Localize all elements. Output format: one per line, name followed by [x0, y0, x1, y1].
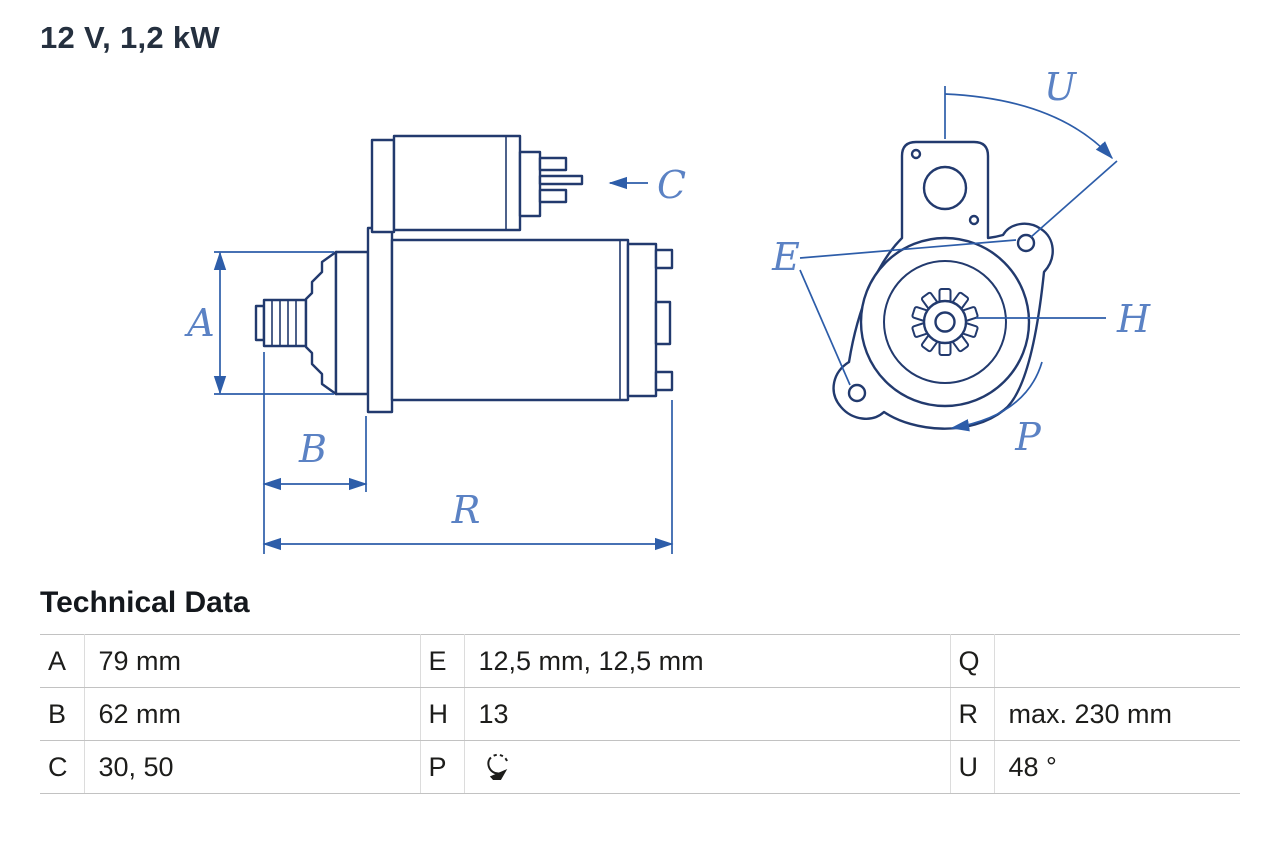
leader-E-upper — [799, 239, 1017, 259]
pinion-teeth — [271, 300, 297, 346]
table-row: C 30, 50 P U 48 ° — [40, 740, 1240, 794]
solenoid-body — [392, 134, 522, 232]
spec-value: max. 230 mm — [993, 687, 1240, 741]
leader-E-lower — [799, 269, 851, 386]
label-H: H — [1116, 297, 1151, 341]
dimension-labels: A B C R E H P U — [184, 65, 1151, 532]
rotation-direction-icon — [481, 748, 515, 787]
dim-U-arc — [944, 93, 1114, 160]
spec-value: 79 mm — [83, 634, 421, 688]
drive-end-cone — [304, 250, 338, 396]
drive-end-cylinder — [334, 250, 370, 396]
dim-P-arc — [950, 361, 1043, 432]
spec-key: U — [949, 740, 995, 794]
end-boss-middle — [654, 300, 672, 346]
label-R: R — [451, 488, 481, 532]
spec-key: Q — [949, 634, 995, 688]
technical-data-heading: Technical Data — [40, 586, 250, 619]
table-row: A 79 mm E 12,5 mm, 12,5 mm Q — [40, 634, 1240, 688]
technical-data-table: A 79 mm E 12,5 mm, 12,5 mm Q B 62 mm H 1… — [40, 634, 1240, 794]
label-A: A — [184, 301, 214, 345]
spec-value-rotation — [463, 740, 951, 794]
spec-key: R — [949, 687, 995, 741]
spec-value: 62 mm — [83, 687, 421, 741]
label-C: C — [657, 163, 686, 207]
dimension-lines — [213, 86, 1118, 554]
label-E: E — [771, 235, 800, 279]
tab-pin-hole-right — [968, 214, 980, 226]
front-view — [832, 140, 1054, 430]
ear-hole-lower-left — [847, 383, 867, 403]
dim-U-ray — [1030, 160, 1118, 238]
mounting-flange — [366, 226, 394, 414]
spec-value: 12,5 mm, 12,5 mm — [463, 634, 951, 688]
spec-key: A — [40, 634, 85, 688]
end-tab-top — [654, 248, 674, 270]
table-row: B 62 mm H 13 R max. 230 mm — [40, 687, 1240, 741]
spec-key: E — [419, 634, 465, 688]
ear-hole-upper-right — [1016, 233, 1036, 253]
end-tab-bottom — [654, 370, 674, 392]
pinion-gear — [262, 298, 308, 348]
spec-value — [993, 634, 1240, 688]
terminal-stud-bottom — [538, 188, 568, 204]
tab-hole — [922, 165, 968, 211]
side-view — [254, 134, 674, 414]
spec-value: 30, 50 — [83, 740, 421, 794]
motor-body — [390, 238, 630, 402]
label-B: B — [298, 427, 327, 471]
page-title: 12 V, 1,2 kW — [40, 20, 220, 55]
starter-motor-diagram: A B C R E H P U — [184, 65, 1151, 554]
end-cap — [626, 242, 658, 398]
tab-pin-hole-left — [910, 148, 922, 160]
gear-center-hole — [934, 311, 956, 333]
solenoid-terminal-cap — [518, 150, 542, 218]
solenoid-bracket — [370, 138, 396, 234]
spec-value: 48 ° — [993, 740, 1240, 794]
terminal-stud-top — [538, 156, 568, 172]
spec-key: P — [419, 740, 465, 794]
label-P: P — [1014, 415, 1042, 459]
spec-key: B — [40, 687, 85, 741]
terminal-blade — [538, 174, 584, 186]
spec-value: 13 — [463, 687, 951, 741]
spec-key: C — [40, 740, 85, 794]
spec-key: H — [419, 687, 465, 741]
label-U: U — [1044, 65, 1078, 109]
